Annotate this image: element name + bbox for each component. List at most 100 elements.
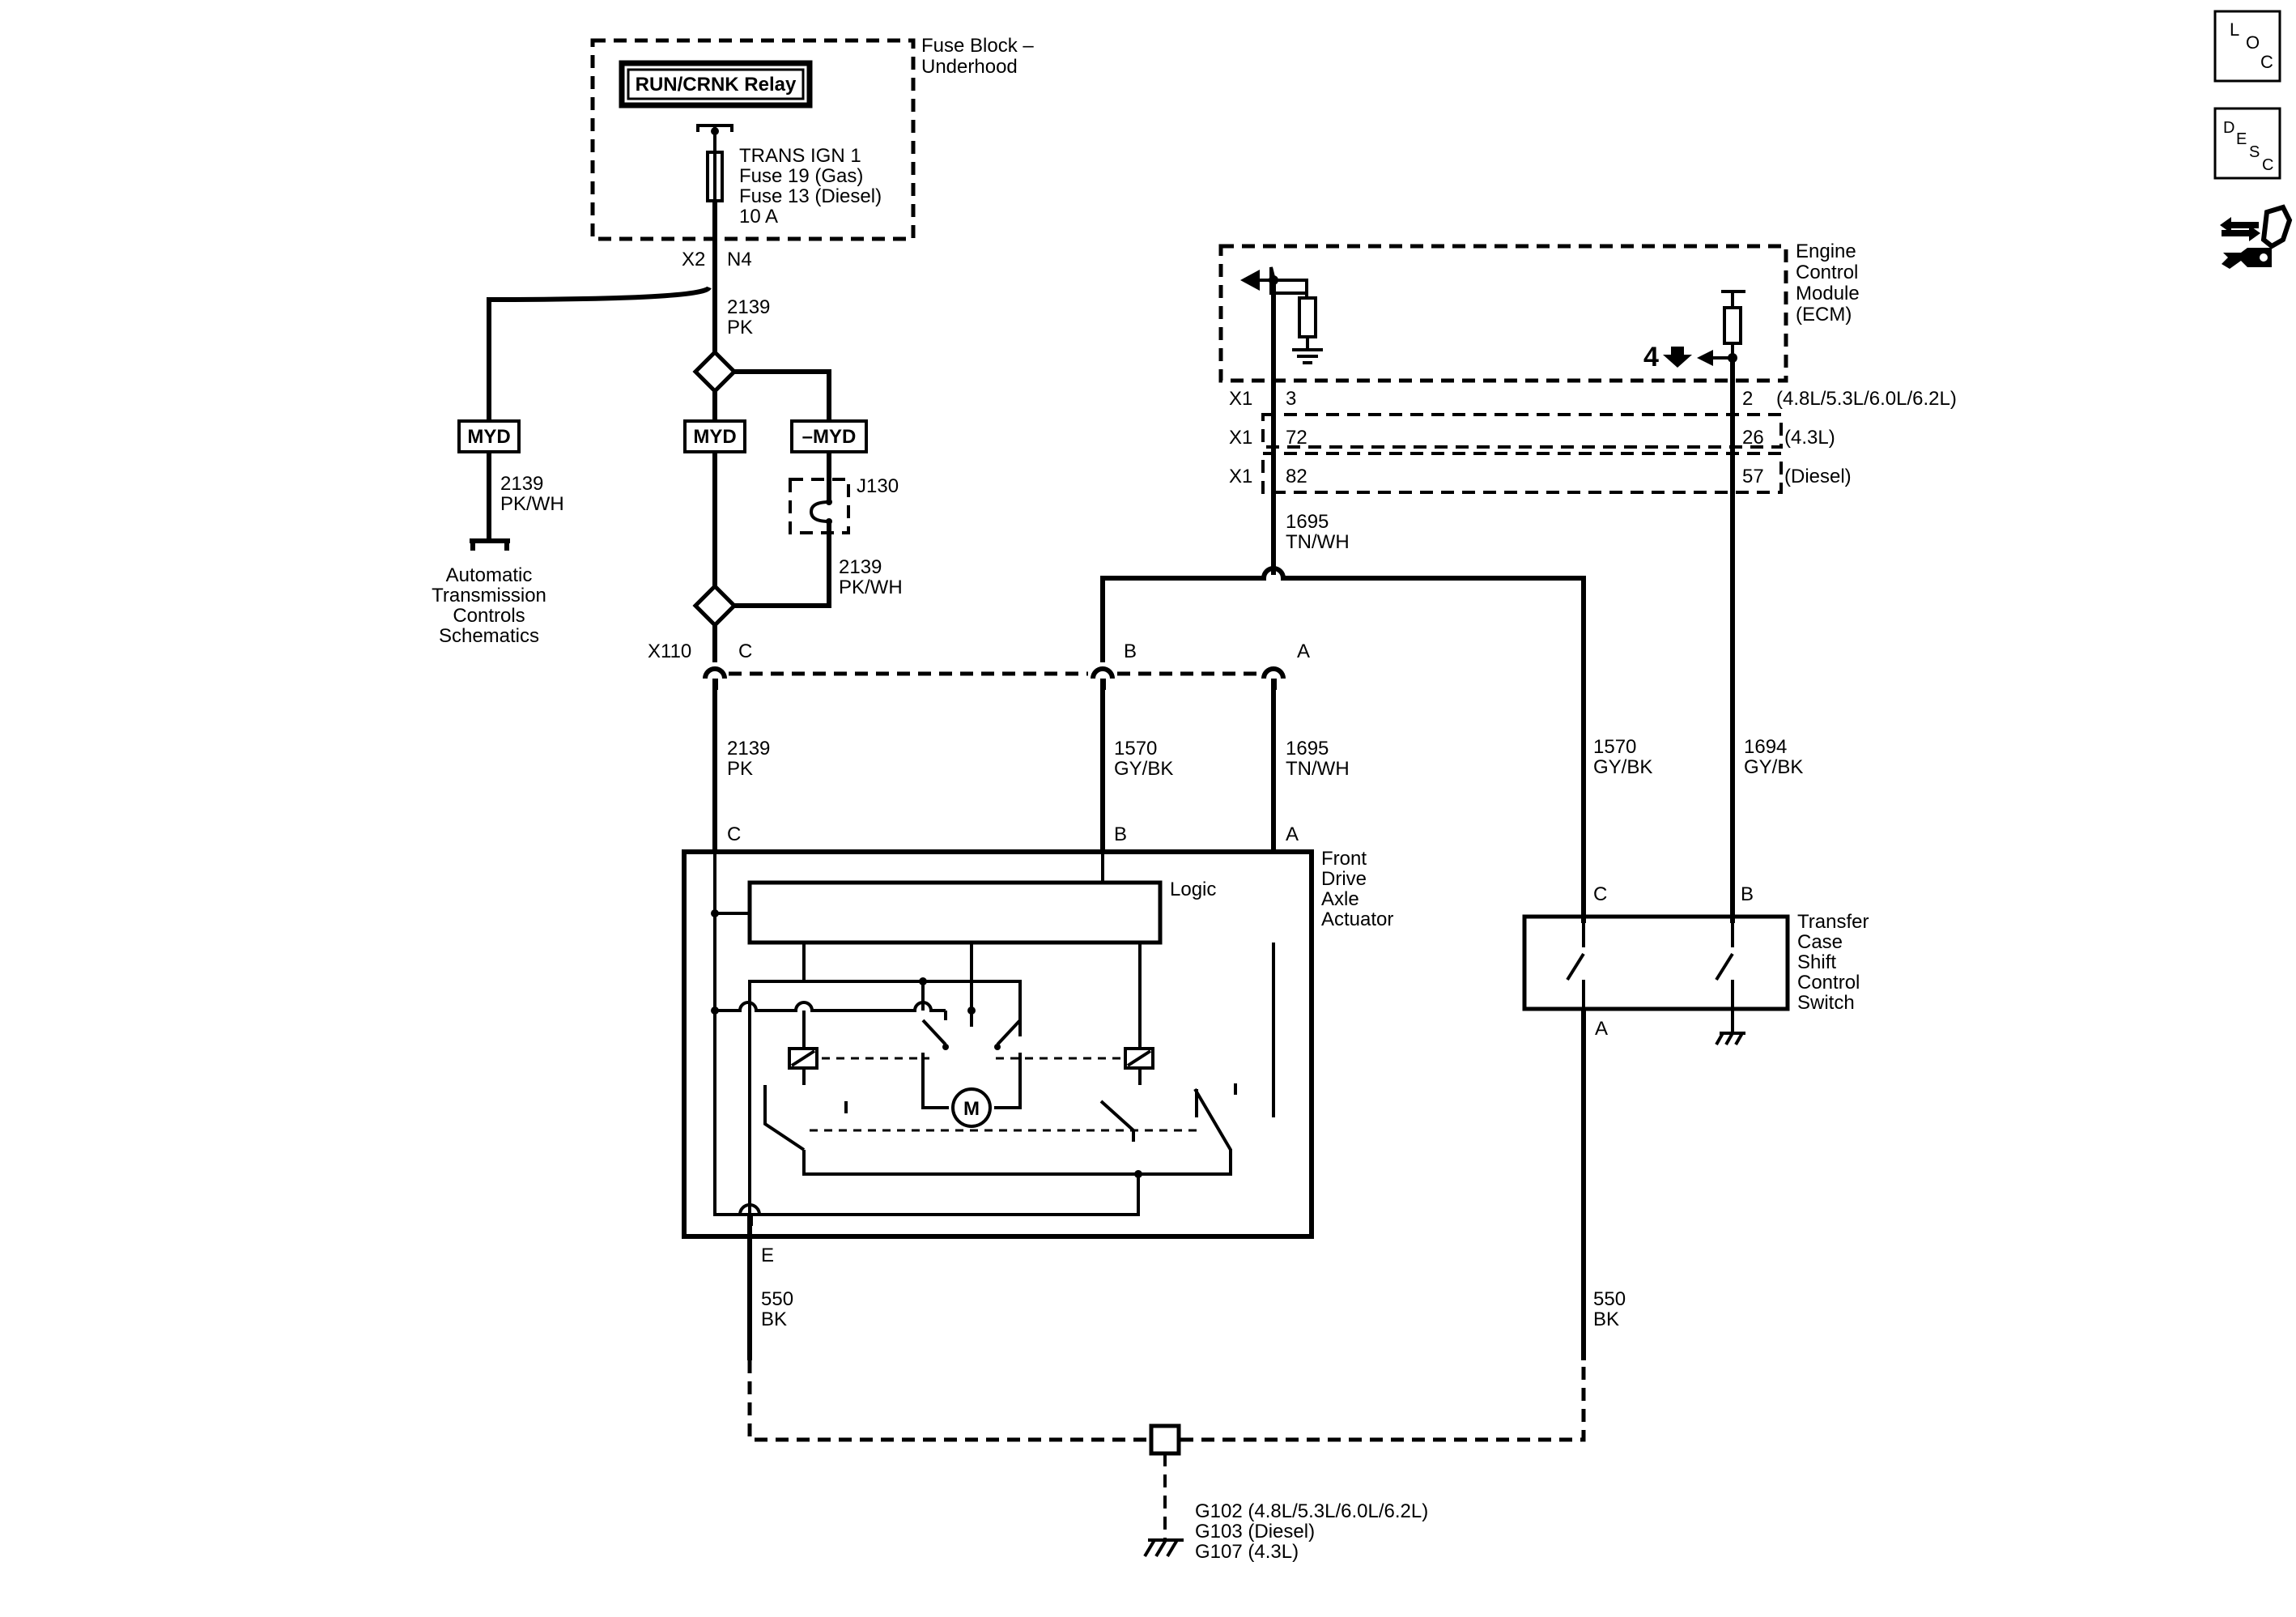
ground-label-3: G107 (4.3L): [1195, 1541, 1299, 1563]
page-ref-arrow: [1663, 347, 1692, 368]
fuse-label-4: 10 A: [739, 206, 778, 228]
switch-wire-c-circuit: 1570: [1593, 736, 1636, 758]
actuator-pin-e: E: [761, 1245, 774, 1266]
x110-label: X110: [648, 640, 691, 662]
switch-title-4: Control: [1797, 972, 1860, 994]
ecm-left-pin-3: 82: [1286, 466, 1307, 487]
ecm-right-pin-2: 26: [1742, 427, 1764, 449]
x110-pin-a: A: [1297, 640, 1310, 662]
feed-color: PK: [727, 317, 753, 338]
relay-terminal-symbol: [696, 124, 733, 152]
actuator-title-3: Axle: [1321, 888, 1359, 910]
switch-title-1: Transfer: [1797, 911, 1869, 933]
right-branch-color: PK/WH: [839, 577, 903, 598]
ground-wire-left-circuit: 550: [761, 1288, 793, 1310]
actuator-pin-a: A: [1286, 823, 1299, 845]
not-myd-label: –MYD: [802, 426, 857, 448]
ecm-connector-2: X1: [1229, 427, 1252, 449]
switch-wire-b-color: GY/BK: [1744, 756, 1803, 778]
ecm-out-circuit: 1695: [1286, 511, 1329, 533]
actuator-pin-b: B: [1114, 823, 1127, 845]
switch-wire-c-color: GY/BK: [1593, 756, 1652, 778]
ecm-title-2: Control: [1796, 262, 1858, 283]
fuse-label-2: Fuse 19 (Gas): [739, 165, 863, 187]
ground-circuit: 550 BK 550 BK G102 (4.8L/5.3L/6.0L/6.2L)…: [747, 1009, 1626, 1563]
ecm-ground-symbol: [1292, 337, 1323, 364]
ecm-title-1: Engine: [1796, 240, 1856, 262]
page-ref-number: 4: [1643, 342, 1659, 372]
switch-pin-b: B: [1741, 883, 1754, 905]
left-branch-circuit: 2139: [500, 473, 543, 495]
ecm-note-3: (Diesel): [1784, 466, 1852, 487]
act-wire-b-color: GY/BK: [1114, 758, 1173, 780]
switch-ground-symbol: [1715, 1032, 1745, 1045]
desc-letter-e: E: [2236, 130, 2247, 148]
switch-pin-a: A: [1595, 1018, 1608, 1040]
motor-symbol: [951, 1087, 992, 1128]
act-wire-a-circuit: 1695: [1286, 738, 1329, 760]
ecm-note-2: (4.3L): [1784, 427, 1835, 449]
myd-box-left: [457, 419, 521, 453]
x110-connector: X110 C B A 2139 PK 1570 GY/BK 1695 TN/WH: [648, 640, 1350, 852]
not-myd-box: [790, 419, 868, 453]
desc-icon[interactable]: D E S C: [2213, 107, 2281, 180]
ref-line-1: Automatic: [446, 564, 533, 586]
logic-label: Logic: [1170, 879, 1216, 900]
ecm-right-pin-3: 57: [1742, 466, 1764, 487]
fuse-block-title-2: Underhood: [921, 56, 1018, 78]
actuator-title-1: Front: [1321, 848, 1367, 870]
ref-line-3: Controls: [453, 605, 525, 627]
fuse-block: Fuse Block – Underhood RUN/CRNK Relay TR…: [590, 35, 1034, 270]
splice-lower: [692, 583, 738, 628]
ground-wire-left-color: BK: [761, 1308, 787, 1330]
act-wire-c-color: PK: [727, 758, 753, 780]
myd-box-center: [683, 419, 746, 453]
ref-line-2: Transmission: [432, 585, 546, 606]
ref-line-4: Schematics: [439, 625, 539, 647]
myd-label-center: MYD: [693, 426, 736, 448]
front-drive-axle-actuator: C B A Front Drive Axle Actuator Logic: [682, 823, 1393, 1266]
left-branch-color: PK/WH: [500, 493, 564, 515]
desc-letter-d: D: [2223, 119, 2234, 137]
switch-title-2: Case: [1797, 931, 1843, 953]
switch-pin-c: C: [1593, 883, 1607, 905]
ecm-out-color: TN/WH: [1286, 531, 1350, 553]
desc-letter-s: S: [2249, 143, 2260, 161]
ground-label-1: G102 (4.8L/5.3L/6.0L/6.2L): [1195, 1500, 1428, 1522]
fuse-label-3: Fuse 13 (Diesel): [739, 185, 882, 207]
ground-wire-right-circuit: 550: [1593, 1288, 1626, 1310]
ground-wire-right-color: BK: [1593, 1308, 1619, 1330]
right-branch-circuit: 2139: [839, 556, 882, 578]
ecm-connector-3: X1: [1229, 466, 1252, 487]
ground-splice-box: [1149, 1423, 1181, 1456]
loc-letter-o: O: [2246, 32, 2260, 53]
ecm-note-1: (4.8L/5.3L/6.0L/6.2L): [1776, 388, 1957, 410]
transfer-case-switch: C B A 1570 GY/BK 1694 GY/BK Transfer Cas…: [1522, 736, 1869, 1045]
fuse-label-1: TRANS IGN 1: [739, 145, 861, 167]
splice-upper: [692, 349, 738, 394]
ecm-output-arrow: [1240, 270, 1260, 291]
ecm-title-3: Module: [1796, 283, 1860, 304]
logic-block: [747, 880, 1163, 945]
feed-wiring: 2139 PK MYD MYD –MYD 2139 PK/WH Automati…: [432, 201, 903, 662]
ecm-title-4: (ECM): [1796, 304, 1852, 326]
jumper-label: J130: [857, 475, 899, 497]
loc-icon[interactable]: L O C: [2213, 10, 2281, 83]
switch-title-5: Switch: [1797, 992, 1855, 1014]
x110-pin-b: B: [1124, 640, 1137, 662]
ecm-right-pin-1: 2: [1742, 388, 1753, 410]
feed-circuit: 2139: [727, 296, 770, 318]
act-wire-c-circuit: 2139: [727, 738, 770, 760]
ground-label-2: G103 (Diesel): [1195, 1521, 1315, 1543]
connector-view-icon[interactable]: [2220, 204, 2293, 269]
myd-label-left: MYD: [467, 426, 510, 448]
actuator-pin-c: C: [727, 823, 741, 845]
ecm-module: Engine Control Module (ECM) 4: [1218, 240, 1860, 383]
ecm-left-pin-1: 3: [1286, 388, 1296, 410]
fuse-block-title: Fuse Block –: [921, 35, 1034, 57]
actuator-title-4: Actuator: [1321, 908, 1393, 930]
x110-pin-c: C: [738, 640, 752, 662]
act-wire-a-color: TN/WH: [1286, 758, 1350, 780]
switch-wire-b-circuit: 1694: [1744, 736, 1787, 758]
